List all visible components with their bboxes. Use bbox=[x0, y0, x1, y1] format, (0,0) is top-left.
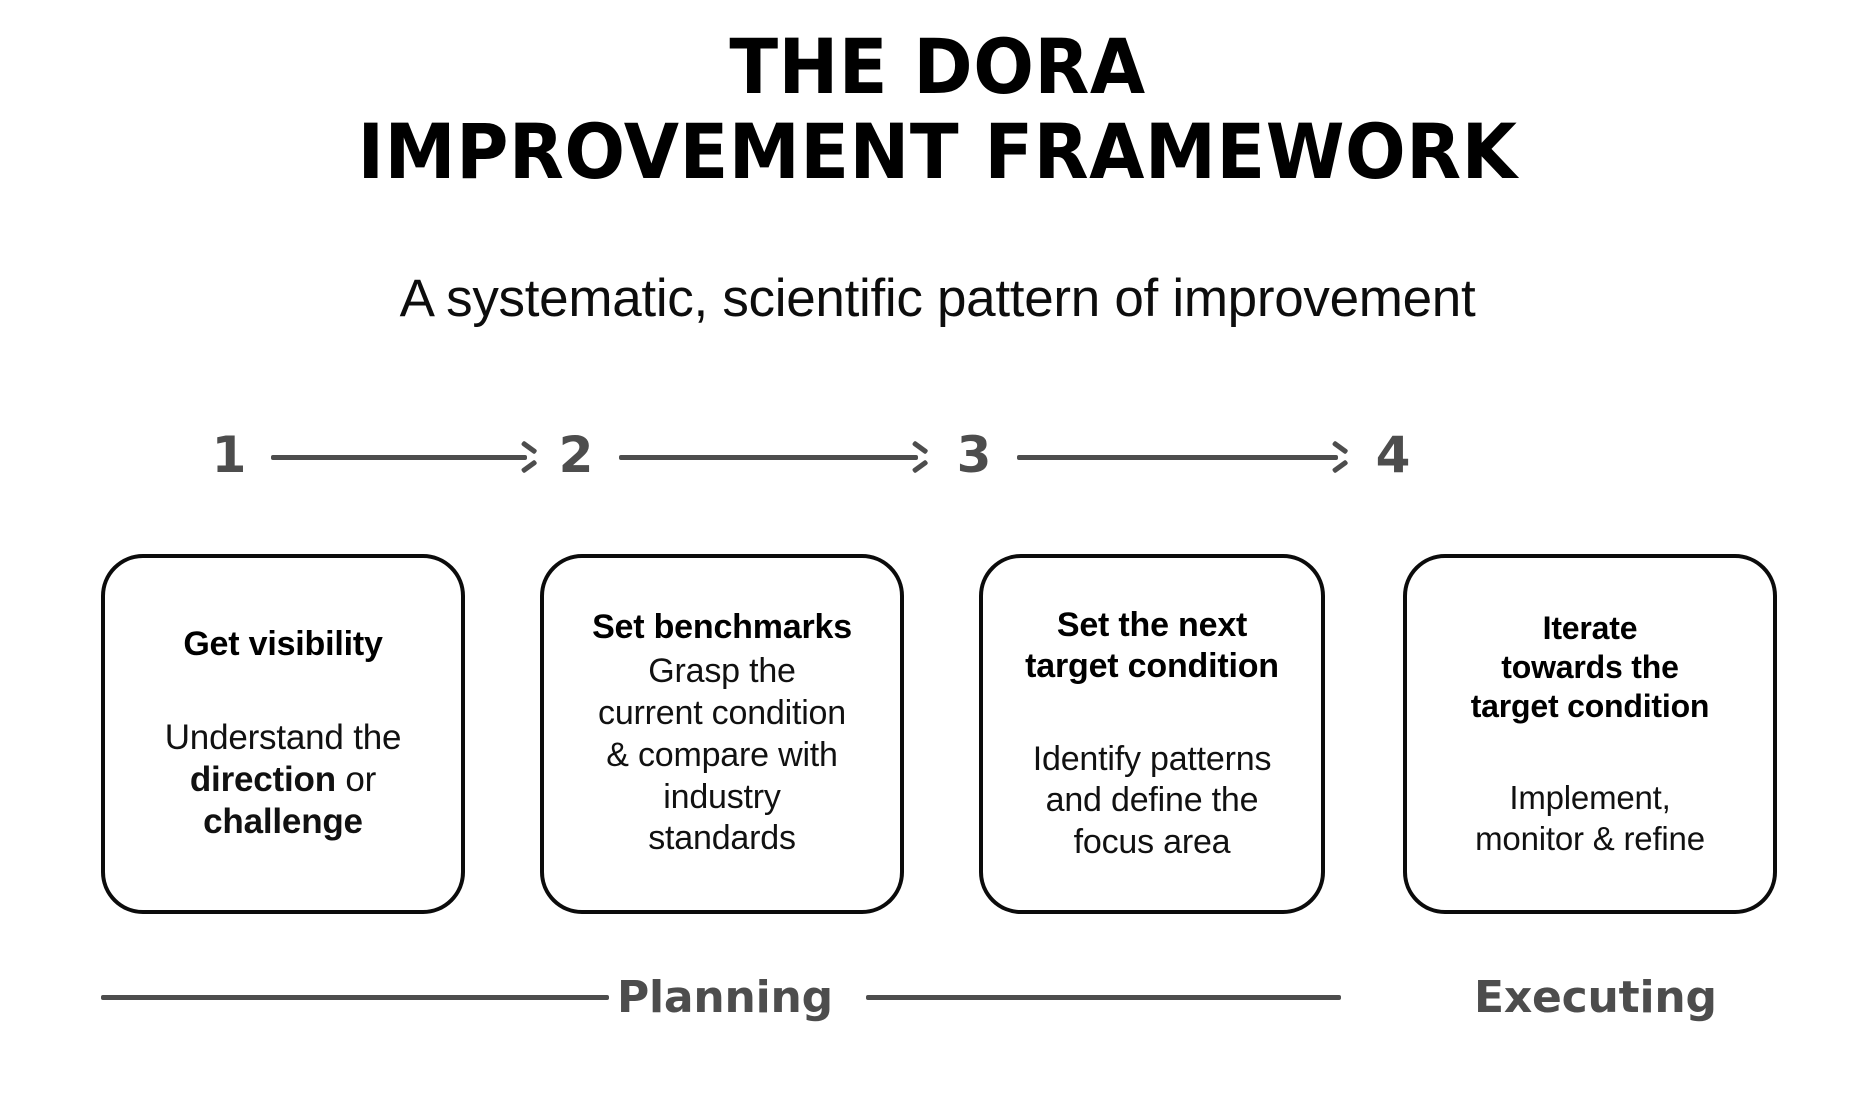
arrow-shaft bbox=[1017, 455, 1338, 460]
arrow-right-icon bbox=[518, 448, 536, 466]
step-card-4-heading: Iterate towards the target condition bbox=[1471, 609, 1710, 726]
heading-line: Set the next bbox=[1056, 606, 1248, 644]
step-card-4: Iterate towards the target condition Imp… bbox=[1403, 554, 1777, 914]
page-title-line-1: THE DORA bbox=[729, 22, 1146, 111]
body-line: Understand the bbox=[164, 717, 402, 757]
step-arrow-1-to-2 bbox=[271, 448, 536, 466]
heading-line: towards the bbox=[1501, 649, 1679, 686]
body-emphasis-direction: direction bbox=[189, 759, 336, 799]
step-card-1-body: Understand the direction or challenge bbox=[165, 717, 402, 843]
arrow-shaft bbox=[271, 455, 527, 460]
arrow-right-icon bbox=[1329, 448, 1347, 466]
body-line: focus area bbox=[1073, 822, 1231, 861]
body-line: Identify patterns bbox=[1032, 739, 1272, 778]
phase-label-planning: Planning bbox=[617, 972, 833, 1023]
phase-legend: Planning Executing bbox=[0, 968, 1875, 1038]
body-emphasis-challenge: challenge bbox=[203, 801, 363, 841]
step-card-2-body: Grasp the current condition & compare wi… bbox=[598, 651, 846, 860]
page-title: THE DORA IMPROVEMENT FRAMEWORK bbox=[0, 24, 1875, 194]
body-line: monitor & refine bbox=[1475, 819, 1705, 857]
step-card-1: Get visibility Understand the direction … bbox=[101, 554, 465, 914]
arrow-shaft bbox=[619, 455, 918, 460]
phase-line-left bbox=[101, 995, 609, 1000]
step-card-2-heading: Set benchmarks bbox=[592, 607, 852, 646]
step-card-3-body: Identify patterns and define the focus a… bbox=[1033, 739, 1272, 863]
body-line: and define the bbox=[1045, 781, 1259, 820]
step-card-4-body: Implement, monitor & refine bbox=[1475, 778, 1705, 859]
step-card-2: Set benchmarks Grasp the current conditi… bbox=[540, 554, 904, 914]
step-number-4: 4 bbox=[1375, 426, 1411, 484]
phase-line-right bbox=[866, 995, 1341, 1000]
framework-step-cards: Get visibility Understand the direction … bbox=[101, 554, 1777, 914]
body-line: Implement, bbox=[1509, 779, 1671, 817]
step-number-1: 1 bbox=[211, 426, 247, 484]
step-card-3-heading: Set the next target condition bbox=[1025, 605, 1279, 687]
body-line: Grasp the bbox=[648, 652, 796, 691]
heading-line: target condition bbox=[1025, 646, 1279, 685]
body-line: & compare with bbox=[606, 735, 838, 774]
body-line: current condition bbox=[598, 694, 846, 732]
heading-line: target condition bbox=[1470, 688, 1710, 725]
phase-label-executing: Executing bbox=[1474, 972, 1717, 1023]
heading-line: Iterate bbox=[1542, 610, 1638, 647]
step-card-3: Set the next target condition Identify p… bbox=[979, 554, 1325, 914]
body-line: industry bbox=[663, 777, 781, 816]
arrow-right-icon bbox=[909, 448, 927, 466]
step-sequence: 1 2 3 4 bbox=[101, 424, 1777, 490]
step-card-1-heading: Get visibility bbox=[183, 625, 383, 664]
body-line: standards bbox=[648, 819, 796, 858]
step-arrow-2-to-3 bbox=[619, 448, 927, 466]
page-title-line-2: IMPROVEMENT FRAMEWORK bbox=[357, 107, 1518, 197]
step-number-3: 3 bbox=[956, 426, 992, 484]
body-line: or bbox=[335, 759, 377, 799]
page-subtitle: A systematic, scientific pattern of impr… bbox=[399, 269, 1476, 328]
step-arrow-3-to-4 bbox=[1017, 448, 1347, 466]
step-number-2: 2 bbox=[558, 426, 594, 484]
